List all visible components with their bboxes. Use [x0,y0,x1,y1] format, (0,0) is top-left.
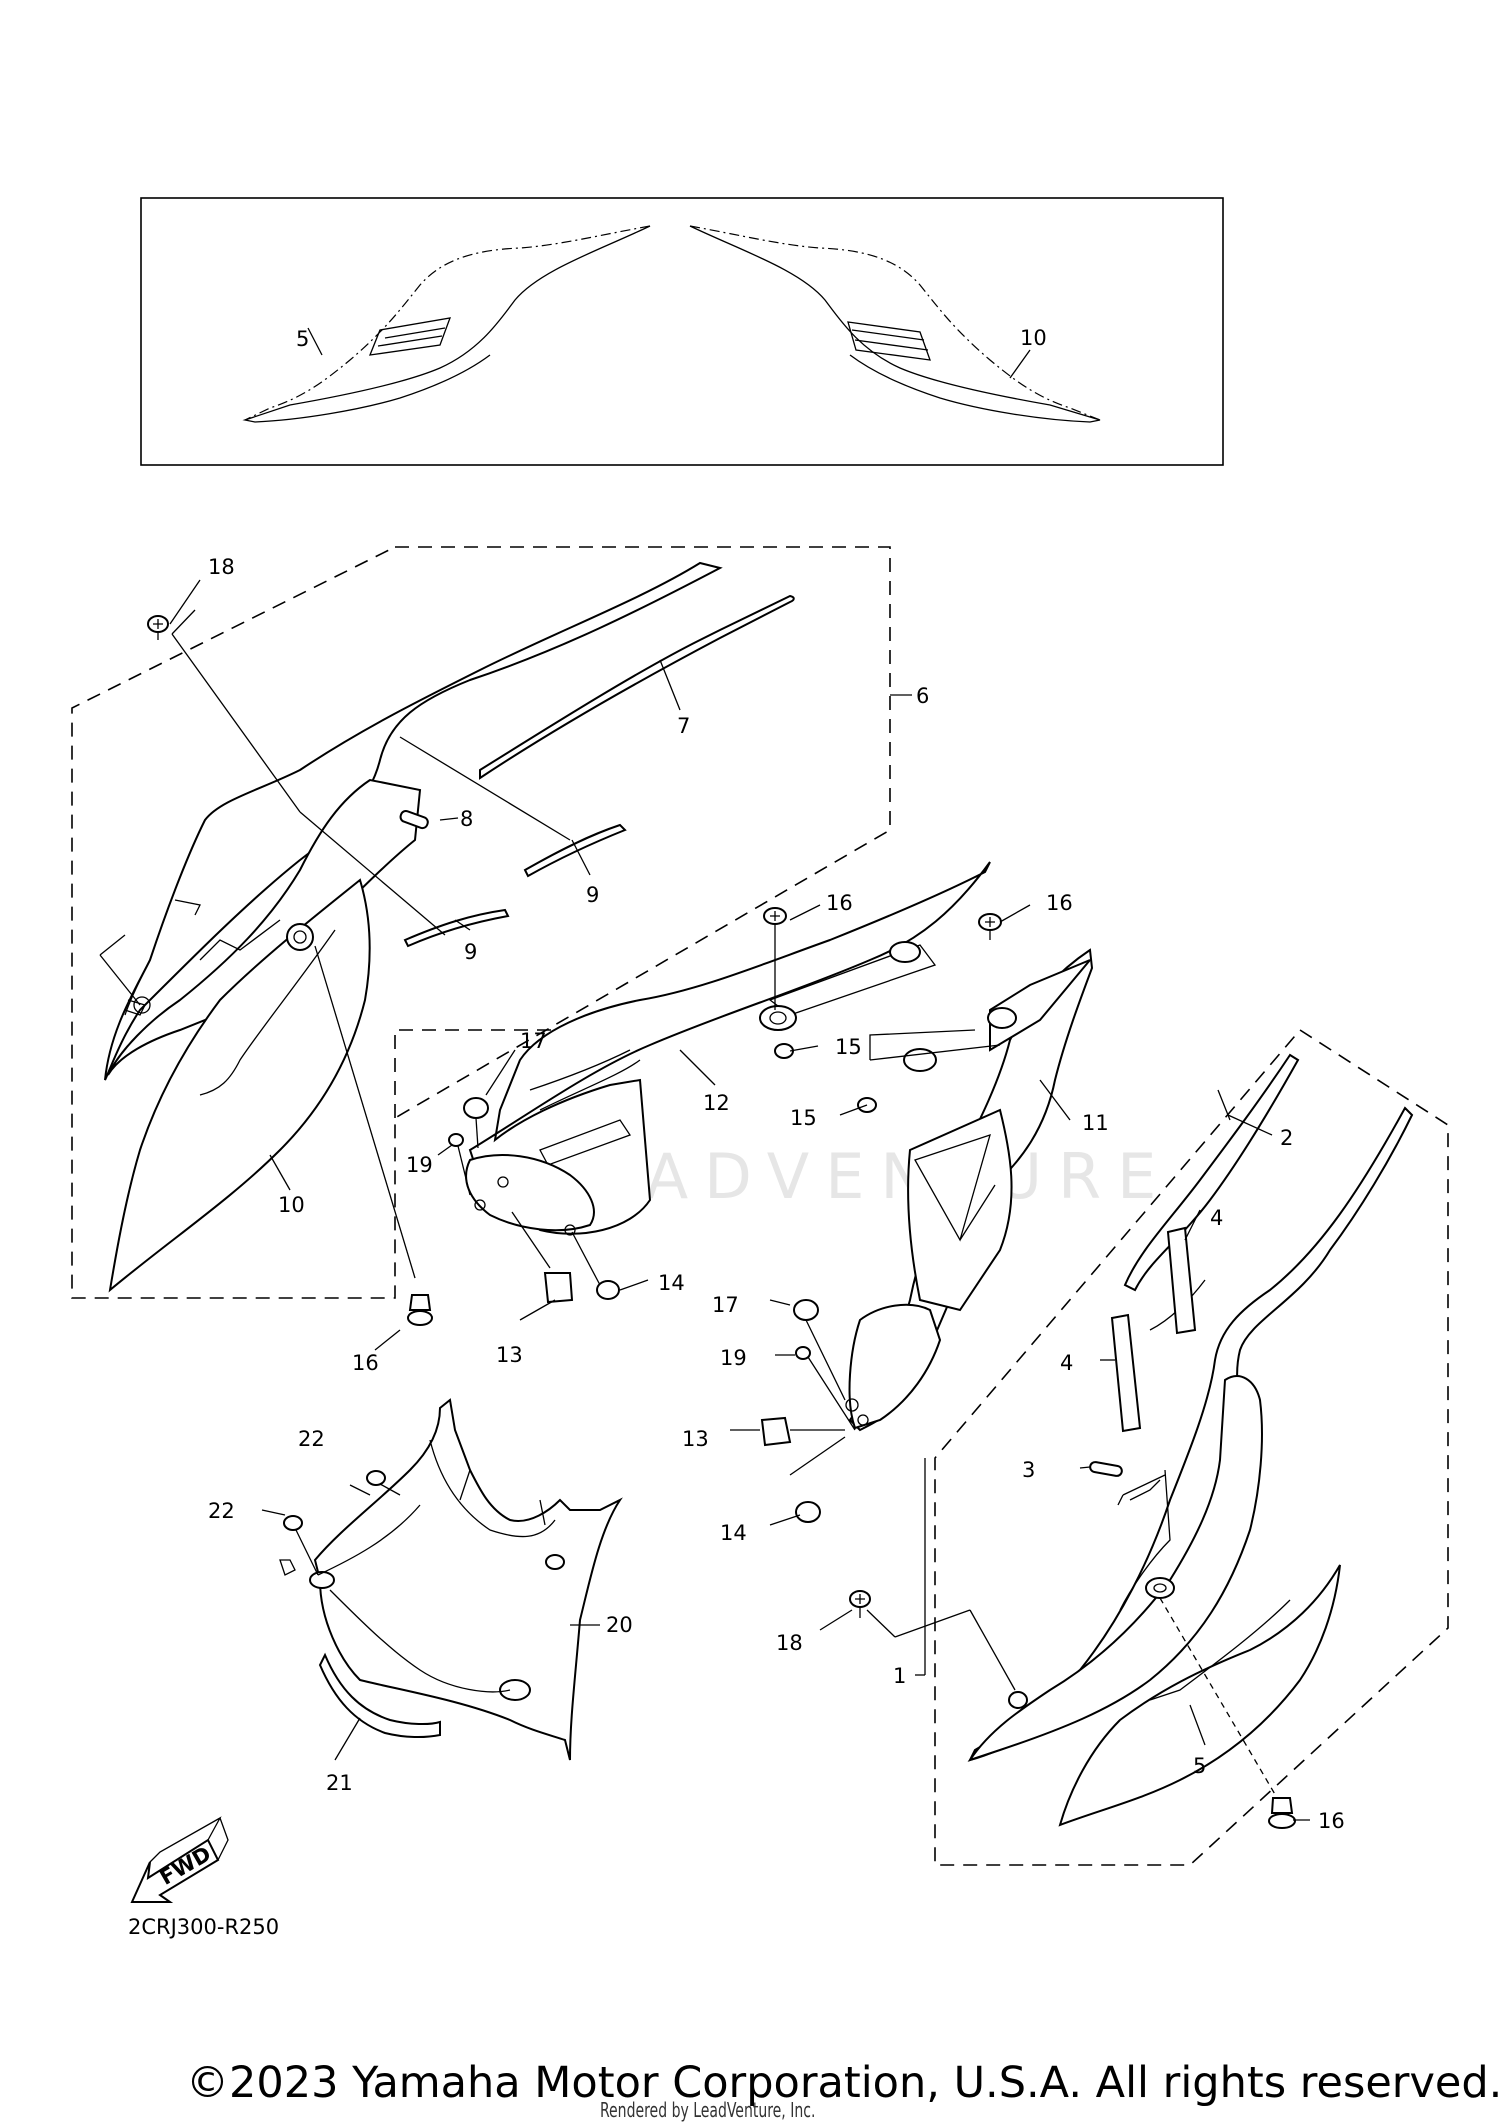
callout-6: 6 [916,684,929,708]
callout-15-lower: 15 [790,1106,817,1130]
callout-19-left: 19 [406,1153,433,1177]
callout-4-upper: 4 [1210,1206,1223,1230]
decal-7 [479,594,795,780]
strip-9-upper [523,823,627,878]
callout-4-lower: 4 [1060,1351,1073,1375]
callout-10: 10 [278,1193,305,1217]
callout-15-upper: 15 [835,1035,862,1059]
callout-16-bottom: 16 [1318,1809,1345,1833]
grommet-14-left [596,1280,620,1300]
callout-13-right: 13 [682,1427,709,1451]
air-duct-11 [845,948,1094,1432]
lower-cowl-20 [279,1398,623,1761]
callout-17-right: 17 [712,1293,739,1317]
diagram-code: 2CRJ300-R250 [128,1915,280,1939]
callout-labels: 18 6 7 8 9 9 10 16 16 16 15 15 12 11 17 … [208,555,1345,1833]
inset-decal-left [242,225,651,423]
screw-19-left [448,1133,464,1147]
callout-12: 12 [703,1091,730,1115]
inset-callout-left: 5 [296,327,309,351]
copyright-notice: ©2023 Yamaha Motor Corporation, U.S.A. A… [186,2058,1500,2108]
nut-13-right [760,1416,792,1447]
callout-16-left: 16 [352,1351,379,1375]
inset-box: 5 10 [140,197,1224,466]
callout-19-right: 19 [720,1346,747,1370]
callout-8: 8 [460,807,473,831]
screw-16-bottom [1268,1797,1296,1829]
callout-9-lower: 9 [464,940,477,964]
inset-decal-right [689,225,1101,423]
clip-3 [1089,1461,1123,1477]
callout-20: 20 [606,1613,633,1637]
callout-22-upper: 22 [298,1427,325,1451]
group-6-boundary [71,546,891,1299]
inner-panel-12 [465,861,991,1236]
grommet-14-right [795,1501,821,1523]
callout-7: 7 [677,714,690,738]
callout-17-left: 17 [520,1029,547,1053]
leader-lines [169,579,1310,1821]
callout-16-right: 16 [1046,891,1073,915]
screw-22-lower [283,1515,303,1531]
callout-1: 1 [893,1664,906,1688]
nut-13-left [543,1272,574,1304]
callout-14-right: 14 [720,1521,747,1545]
screw-19-right [795,1346,811,1360]
callout-9-upper: 9 [586,883,599,907]
fwd-arrow-icon: FWD [130,1816,229,1903]
callout-22-lower: 22 [208,1499,235,1523]
rendered-by-note: Rendered by LeadVenture, Inc. [600,2098,816,2122]
inset-callout-right: 10 [1020,326,1047,350]
clip-8 [399,809,429,830]
callout-14-left: 14 [658,1271,685,1295]
callout-18-top: 18 [208,555,235,579]
screw-18-top [147,615,169,640]
screw-18-right [849,1590,871,1618]
strip-4-lower [1110,1313,1142,1433]
decal-2 [1123,1053,1300,1292]
screw-16-left [407,1294,433,1326]
fastener-17-left [463,1097,489,1119]
strip-4-upper [1166,1226,1197,1335]
callout-21: 21 [326,1771,353,1795]
callout-18-right: 18 [776,1631,803,1655]
callout-3: 3 [1022,1458,1035,1482]
callout-5: 5 [1193,1754,1206,1778]
fastener-17-right [793,1299,819,1321]
callout-13-left: 13 [496,1343,523,1367]
callout-2: 2 [1280,1126,1293,1150]
strip-9-lower [403,908,510,948]
screw-16-mid [763,907,787,1010]
right-side-cover [967,1106,1414,1827]
group-1-boundary [934,1028,1449,1866]
screw-22-upper [366,1470,386,1486]
screw-16-right [978,913,1002,940]
callout-11: 11 [1082,1111,1109,1135]
seal-21 [318,1652,441,1739]
group-12-boundary [394,1029,600,1118]
callout-16-mid: 16 [826,891,853,915]
left-side-cover [104,561,723,1293]
